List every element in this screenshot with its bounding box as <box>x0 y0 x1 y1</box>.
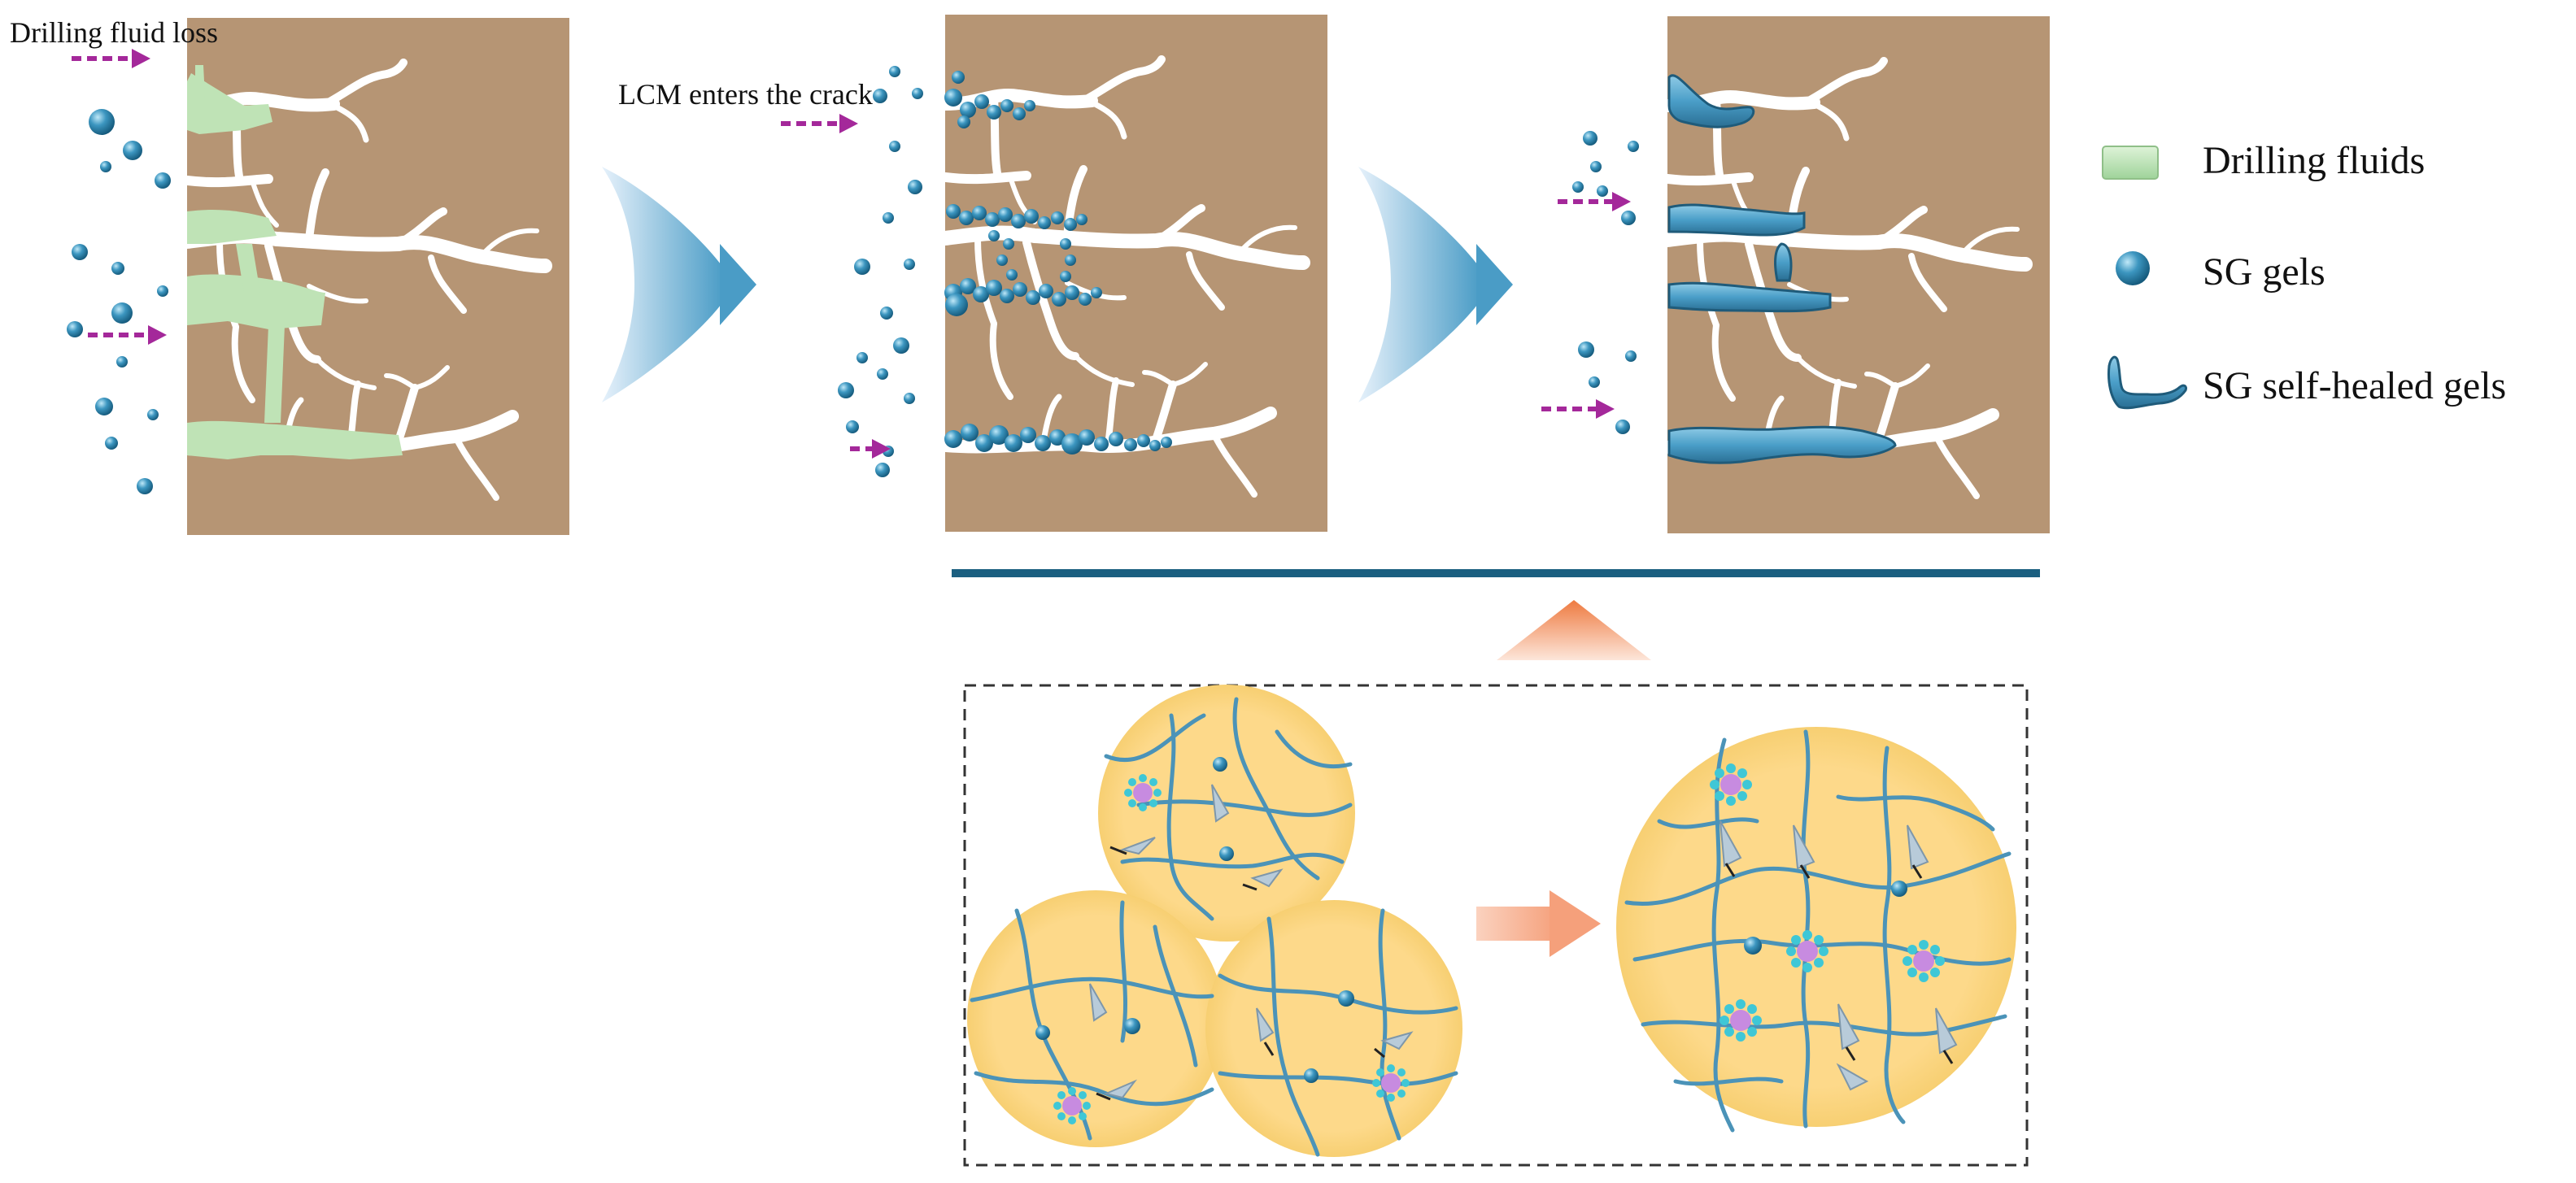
crosslink-centers <box>1710 763 1945 1042</box>
fluid-flow-arrows <box>1541 192 1631 419</box>
stage-arrow-2 <box>1358 167 1513 402</box>
sg-gel-particles <box>67 109 171 494</box>
fluid-flow-arrows <box>72 49 167 345</box>
stage-arrow-1 <box>602 167 756 402</box>
stage1-panel: Drilling fluid loss <box>10 16 569 535</box>
mechanism-pointer-triangle <box>1497 600 1651 660</box>
self-healed-gel-plugs <box>1667 74 1897 464</box>
stage2-panel: LCM enters the crack <box>618 15 1327 532</box>
stage3-panel <box>1541 16 2050 533</box>
sg-gel-particles <box>1572 131 1639 434</box>
legend-label-sg-gels: SG gels <box>2203 250 2325 294</box>
healed-gel-icon <box>2109 357 2186 408</box>
legend: Drilling fluids SG gels SG self-healed g… <box>2102 139 2506 408</box>
stage2-label: LCM enters the crack <box>618 78 873 111</box>
blue-sphere-icon <box>2116 251 2150 285</box>
crosslink-centers <box>1053 774 1410 1124</box>
fluid-flow-arrows <box>781 114 891 459</box>
stage1-label: Drilling fluid loss <box>10 16 218 49</box>
inset-dashed-frame <box>963 684 2029 1167</box>
lcm-packed-gels <box>944 71 1172 454</box>
separate-gel-particles <box>967 685 1462 1157</box>
mechanism-inset <box>963 684 2029 1167</box>
drilling-fluid-invasion <box>187 65 403 459</box>
legend-label-drilling-fluids: Drilling fluids <box>2203 139 2425 182</box>
healing-arrow <box>1476 890 1601 957</box>
green-rectangle-icon <box>2102 146 2159 180</box>
legend-label-sg-self-healed-gels: SG self-healed gels <box>2203 364 2506 407</box>
self-healed-gel-network <box>1616 727 2016 1133</box>
sg-gel-particles <box>838 66 923 477</box>
